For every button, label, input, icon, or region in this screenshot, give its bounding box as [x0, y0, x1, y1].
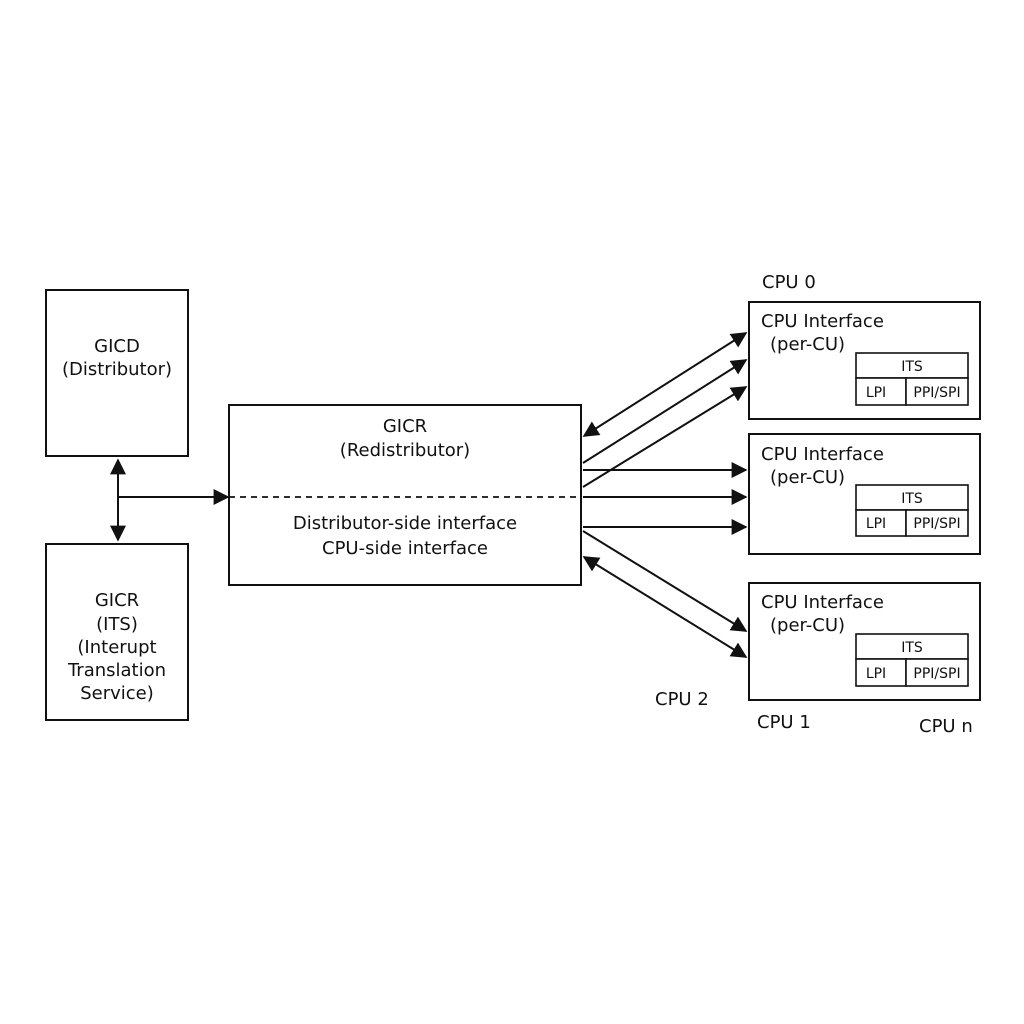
- cpu-interface-box: CPU Interface (per-CU) ITS LPI PPI/SPI: [748, 301, 981, 420]
- gicr-its-block: GICR (ITS) (Interupt Translation Service…: [45, 543, 189, 721]
- lpi-cell: [855, 377, 907, 406]
- ppi-spi-cell: [905, 658, 969, 687]
- gicr-its-box: [45, 543, 189, 721]
- gicr-its-desc-3: Service): [80, 683, 154, 704]
- lpi-cell-label: LPI: [866, 666, 886, 682]
- gicr-its-abbrev: (ITS): [96, 614, 138, 635]
- distributor-side-interface-label: Distributor-side interface: [293, 513, 517, 534]
- redistributor-title: GICR: [383, 416, 427, 437]
- connection-arrow: [582, 332, 748, 437]
- gicr-its-desc-1: (Interupt: [77, 637, 156, 658]
- connection-arrow: [582, 556, 748, 658]
- cpu-interface-box: CPU Interface (per-CU) ITS LPI PPI/SPI: [748, 582, 981, 701]
- ppi-spi-cell-label: PPI/SPI: [913, 666, 960, 682]
- its-cell-label: ITS: [901, 491, 923, 507]
- its-cell-label: ITS: [901, 640, 923, 656]
- its-cell: [855, 633, 969, 660]
- lpi-cell-label: LPI: [866, 385, 886, 401]
- redistributor-block: GICR (Redistributor) Distributor-side in…: [228, 404, 582, 586]
- gicd-box: [45, 289, 189, 457]
- cpu-interface-subtitle: (per-CU): [770, 467, 845, 488]
- cpun-label: CPU n: [919, 716, 973, 737]
- lpi-cell-label: LPI: [866, 516, 886, 532]
- connection-arrow: [582, 386, 748, 488]
- connection-arrow: [582, 530, 748, 632]
- cpu2-label: CPU 2: [655, 689, 709, 710]
- cpu-interface-title: CPU Interface: [761, 592, 884, 613]
- gicr-its-desc-2: Translation: [67, 660, 166, 681]
- its-cell: [855, 484, 969, 511]
- cpu-interface-box: CPU Interface (per-CU) ITS LPI PPI/SPI: [748, 433, 981, 555]
- cpu-interface-subtitle: (per-CU): [770, 615, 845, 636]
- cpu0-label: CPU 0: [762, 272, 816, 293]
- cpu-interface-title: CPU Interface: [761, 444, 884, 465]
- ppi-spi-cell-label: PPI/SPI: [913, 385, 960, 401]
- redistributor-subtitle: (Redistributor): [340, 440, 470, 461]
- its-cell-label: ITS: [901, 359, 923, 375]
- cpu-interface-subtitle: (per-CU): [770, 334, 845, 355]
- gicr-its-title: GICR: [95, 590, 139, 611]
- cpu-interface-title: CPU Interface: [761, 311, 884, 332]
- connection-arrow: [582, 359, 748, 464]
- cpu1-label: CPU 1: [757, 712, 811, 733]
- ppi-spi-cell: [905, 509, 969, 537]
- ppi-spi-cell: [905, 377, 969, 406]
- lpi-cell: [855, 658, 907, 687]
- ppi-spi-cell-label: PPI/SPI: [913, 516, 960, 532]
- gicd-block: GICD (Distributor): [45, 289, 189, 457]
- cpu-side-interface-label: CPU-side interface: [322, 538, 488, 559]
- redistributor-box: [228, 404, 582, 586]
- gicd-title: GICD: [94, 336, 140, 357]
- gicd-subtitle: (Distributor): [62, 359, 172, 380]
